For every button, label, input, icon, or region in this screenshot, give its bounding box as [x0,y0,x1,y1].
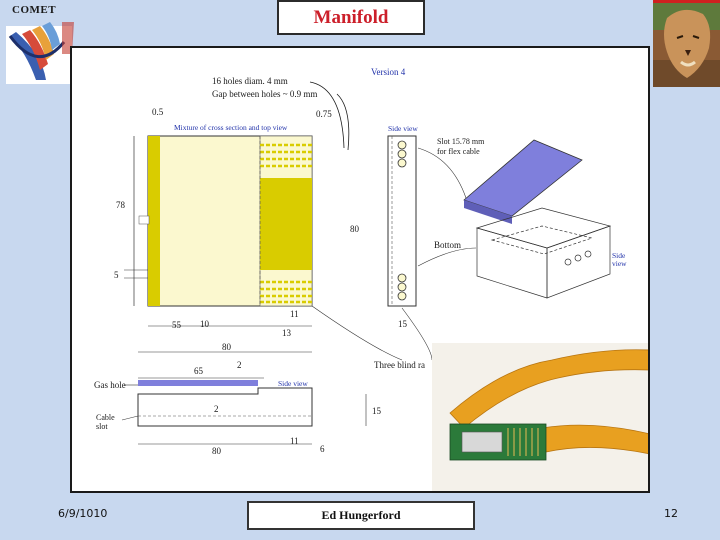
dim-15-side: 15 [398,319,408,329]
org-label: COMET [12,4,57,16]
dim-55: 55 [172,320,182,330]
side-view-label-top: Side view [388,124,418,133]
dim-2b: 2 [214,404,219,414]
dim-11b: 11 [290,436,299,446]
side-view-label-bottom: Side view [278,379,308,388]
dim-05: 0.5 [152,107,164,117]
page-number: 12 [664,507,678,520]
flex-slot-cover [463,139,583,217]
manifold-bottom-side-view [137,387,313,427]
dim-80c: 80 [212,446,222,456]
dim-075: 0.75 [316,109,332,119]
dim-13: 13 [282,328,292,338]
blind-note: Three blind ra [374,360,425,370]
mixture-note: Mixture of cross section and top view [174,123,288,132]
title-box: Manifold [277,0,425,35]
gap-note: Gap between holes ~ 0.9 mm [212,89,317,99]
dim-10: 10 [200,319,210,329]
comet-logo-icon [6,22,74,84]
gas-hole-label: Gas hole [94,380,126,390]
slot-note: Slot 15.78 mm [437,137,485,146]
dim-15: 15 [372,406,382,416]
dim-65: 65 [194,366,204,376]
manifold-drawing: Version 4 16 holes diam. 4 mm Gap betwee… [70,46,650,493]
dim-80-side: 80 [350,224,360,234]
side-view-holes [397,140,407,301]
side-view-label-right: Side [612,251,626,260]
version-label: Version 4 [371,67,406,77]
cable-label: Cable [96,413,115,422]
left-yellow-strip [148,136,160,306]
dim-78: 78 [116,200,126,210]
footer-date: 6/9/1010 [58,507,108,520]
dim-80-bottom: 80 [222,342,232,352]
comet-logo-area: COMET [0,0,80,88]
author-name: Ed Hungerford [321,508,401,522]
slot-note-2: for flex cable [437,147,480,156]
yellow-channel [260,178,312,270]
side-view-label-right-2: view [612,259,627,268]
slide-title: Manifold [313,6,389,28]
dim-2a: 2 [237,360,242,370]
holes-note: 16 holes diam. 4 mm [212,76,288,86]
bottom-label: Bottom [434,240,461,250]
manifold-diagram: Version 4 16 holes diam. 4 mm Gap betwee… [94,67,648,491]
hole-lines-top [260,143,312,304]
cougar-image [653,0,720,87]
gas-hole-bar [138,380,258,386]
flex-cable-photo [432,343,648,491]
manifold-3d-sketch [475,207,612,299]
slot-label: slot [96,422,108,431]
dim-5: 5 [114,270,119,280]
footer-author: Ed Hungerford [247,501,475,530]
dim-6: 6 [320,444,325,454]
dim-11: 11 [290,309,299,319]
